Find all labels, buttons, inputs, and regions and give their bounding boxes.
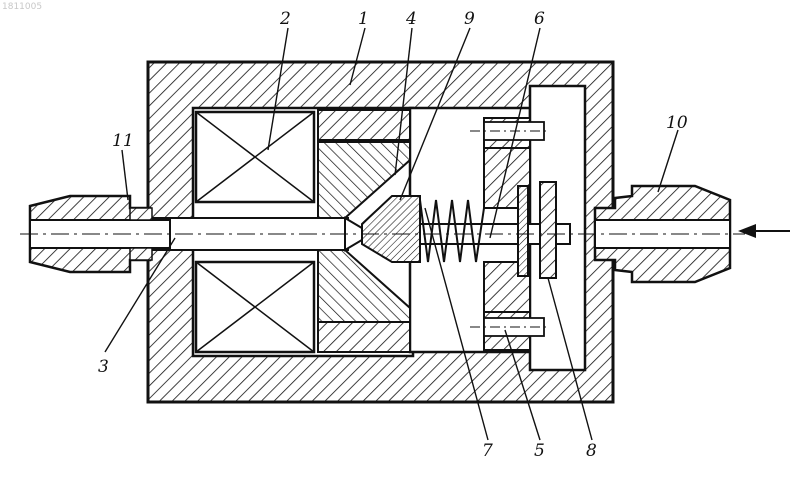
callout-6: 6 (534, 9, 545, 29)
callout-5: 5 (534, 441, 545, 461)
corner-mark: 1811005 (2, 2, 42, 12)
callout-1: 1 (358, 9, 369, 29)
callout-10: 10 (666, 113, 688, 133)
callout-7: 7 (482, 441, 493, 461)
callout-11: 11 (112, 131, 134, 151)
callout-8: 8 (586, 441, 597, 461)
callout-9: 9 (464, 9, 475, 29)
callout-2: 2 (279, 9, 291, 29)
flow-arrow (738, 224, 790, 238)
callout-4: 4 (405, 9, 417, 29)
plate-thin (518, 186, 528, 276)
plate-disc (540, 182, 556, 278)
callout-3: 3 (98, 357, 109, 377)
